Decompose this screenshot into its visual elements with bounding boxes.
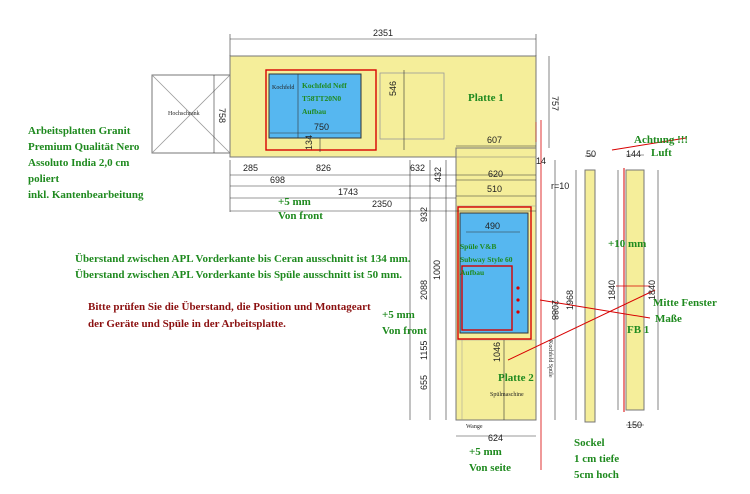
material-line-5: inkl. Kantenbearbeitung [28, 189, 144, 201]
sockel-note: Sockel 1 cm tiefe 5cm hoch [574, 437, 619, 481]
dimension-lines [213, 34, 659, 437]
platte-2-label: Platte 2 [498, 372, 534, 384]
dim-14: 14 [536, 156, 546, 166]
dim-510: 510 [487, 184, 502, 194]
dim-1840-left: 1840 [607, 280, 617, 300]
dim-698: 698 [270, 175, 285, 185]
front-note-top-line-2: Von front [278, 210, 323, 222]
dim-1000: 1000 [432, 260, 442, 280]
cooktop-small-label: Kochfeld [272, 84, 294, 91]
sink-zone-outline [457, 206, 532, 340]
luft-label: Luft [651, 147, 672, 159]
dim-624: 624 [488, 433, 503, 443]
dim-490: 490 [485, 221, 500, 231]
red-annotation-lines [507, 137, 687, 361]
front-note-mid-line-1: +5 mm [382, 309, 415, 321]
sink-tap-hole-2 [516, 298, 520, 302]
side-note-line-2: Von seite [469, 462, 511, 474]
vertical-red-label: Kochfeld Spüle [547, 340, 554, 378]
dim-546: 546 [388, 81, 398, 96]
material-line-4: poliert [28, 173, 59, 185]
dim-757: 757 [550, 96, 560, 111]
cooktop-zone-outline [265, 69, 377, 151]
sink-label-3: Aufbau [460, 268, 484, 277]
window-panel [625, 169, 645, 411]
material-line-3: Assoluto India 2,0 cm [28, 157, 129, 169]
countertop-platte-2: Spüle V&B Subway Style 60 Aufbau Platte … [455, 120, 569, 470]
dimension-values: 2351 758 546 757 750 134 607 14 50 144 2… [217, 28, 657, 443]
platte-1-label: Platte 1 [468, 92, 504, 104]
masse-label: Maße [655, 313, 682, 325]
cooktop-cutout [268, 73, 362, 139]
sockel-line-2: 1 cm tiefe [574, 453, 619, 465]
corner-box-outline [379, 72, 445, 140]
check-line-2: der Geräte und Spüle in der Arbeitsplatt… [88, 318, 286, 330]
sink-label-2: Subway Style 60 [460, 255, 513, 264]
front-note-mid: +5 mm Von front [382, 309, 427, 337]
radius-label: r=10 [551, 181, 569, 191]
dim-1743: 1743 [338, 187, 358, 197]
sockel-line-1: Sockel [574, 437, 605, 449]
dim-2350: 2350 [372, 199, 392, 209]
dim-632: 632 [410, 163, 425, 173]
dim-50: 50 [586, 149, 596, 159]
tall-cabinet: Hochschrank [151, 74, 231, 154]
side-note: +5 mm Von seite [469, 446, 511, 474]
cooktop-label-1: Kochfeld Neff [302, 81, 347, 90]
overhang-line-2: Überstand zwischen APL Vorderkante bis S… [75, 268, 402, 281]
front-note-top: +5 mm Von front [278, 196, 323, 222]
dim-2088-right: 2088 [550, 300, 560, 320]
material-line-1: Arbeitsplatten Granit [28, 125, 131, 137]
dim-432: 432 [433, 167, 443, 182]
dim-1968: 1968 [565, 290, 575, 310]
material-line-2: Premium Qualität Nero [28, 141, 140, 153]
tall-cabinet-label: Hochschrank [168, 111, 200, 117]
dim-1046: 1046 [492, 342, 502, 362]
overhang-line-1: Überstand zwischen APL Vorderkante bis C… [75, 252, 411, 265]
sockel-strip [584, 169, 596, 423]
dim-620: 620 [488, 169, 503, 179]
fb1-label: FB 1 [627, 324, 649, 336]
material-note: Arbeitsplatten Granit Premium Qualität N… [28, 125, 144, 201]
front-note-top-line-1: +5 mm [278, 196, 311, 208]
achtung-label: Achtung !!! [634, 134, 688, 146]
sink-cutout [459, 212, 529, 334]
check-line-1: Bitte prüfen Sie die Überstand, die Posi… [88, 300, 371, 313]
dim-1840-right: 1840 [647, 280, 657, 300]
sink-tap-hole-1 [516, 286, 520, 290]
dim-2351: 2351 [373, 28, 393, 38]
check-note: Bitte prüfen Sie die Überstand, die Posi… [88, 300, 371, 330]
dim-285: 285 [243, 163, 258, 173]
front-note-mid-line-2: Von front [382, 325, 427, 337]
side-panels [584, 168, 650, 423]
tall-cabinet-cross-b [151, 74, 231, 154]
overhang-note: Überstand zwischen APL Vorderkante bis C… [75, 252, 411, 281]
dim-150: 150 [627, 420, 642, 430]
side-panel-label: Wange [466, 424, 483, 430]
cooktop-label-3: Aufbau [302, 107, 326, 116]
sink-tap-hole-3 [516, 310, 520, 314]
dim-134: 134 [304, 135, 314, 150]
cooktop-label-2: T58TT20N0 [302, 94, 341, 103]
side-note-line-1: +5 mm [469, 446, 502, 458]
dim-750: 750 [314, 122, 329, 132]
plus10-label: +10 mm [608, 238, 646, 250]
dim-1155: 1155 [419, 341, 429, 360]
dim-2088-left: 2088 [419, 280, 429, 300]
dim-758: 758 [217, 108, 227, 123]
sink-label-1: Spüle V&B [460, 242, 496, 251]
dim-826: 826 [316, 163, 331, 173]
sockel-line-3: 5cm hoch [574, 469, 619, 481]
window-centre-label: Mitte Fenster [653, 297, 717, 309]
dim-932: 932 [419, 207, 429, 222]
dishwasher-label: Spülmaschine [490, 392, 524, 398]
dim-607: 607 [487, 135, 502, 145]
sink-basin-outline [461, 265, 513, 331]
countertop-platte-1: Kochfeld Kochfeld Neff T58TT20N0 Aufbau … [229, 55, 537, 158]
dim-655: 655 [419, 375, 429, 390]
dim-144: 144 [626, 149, 641, 159]
